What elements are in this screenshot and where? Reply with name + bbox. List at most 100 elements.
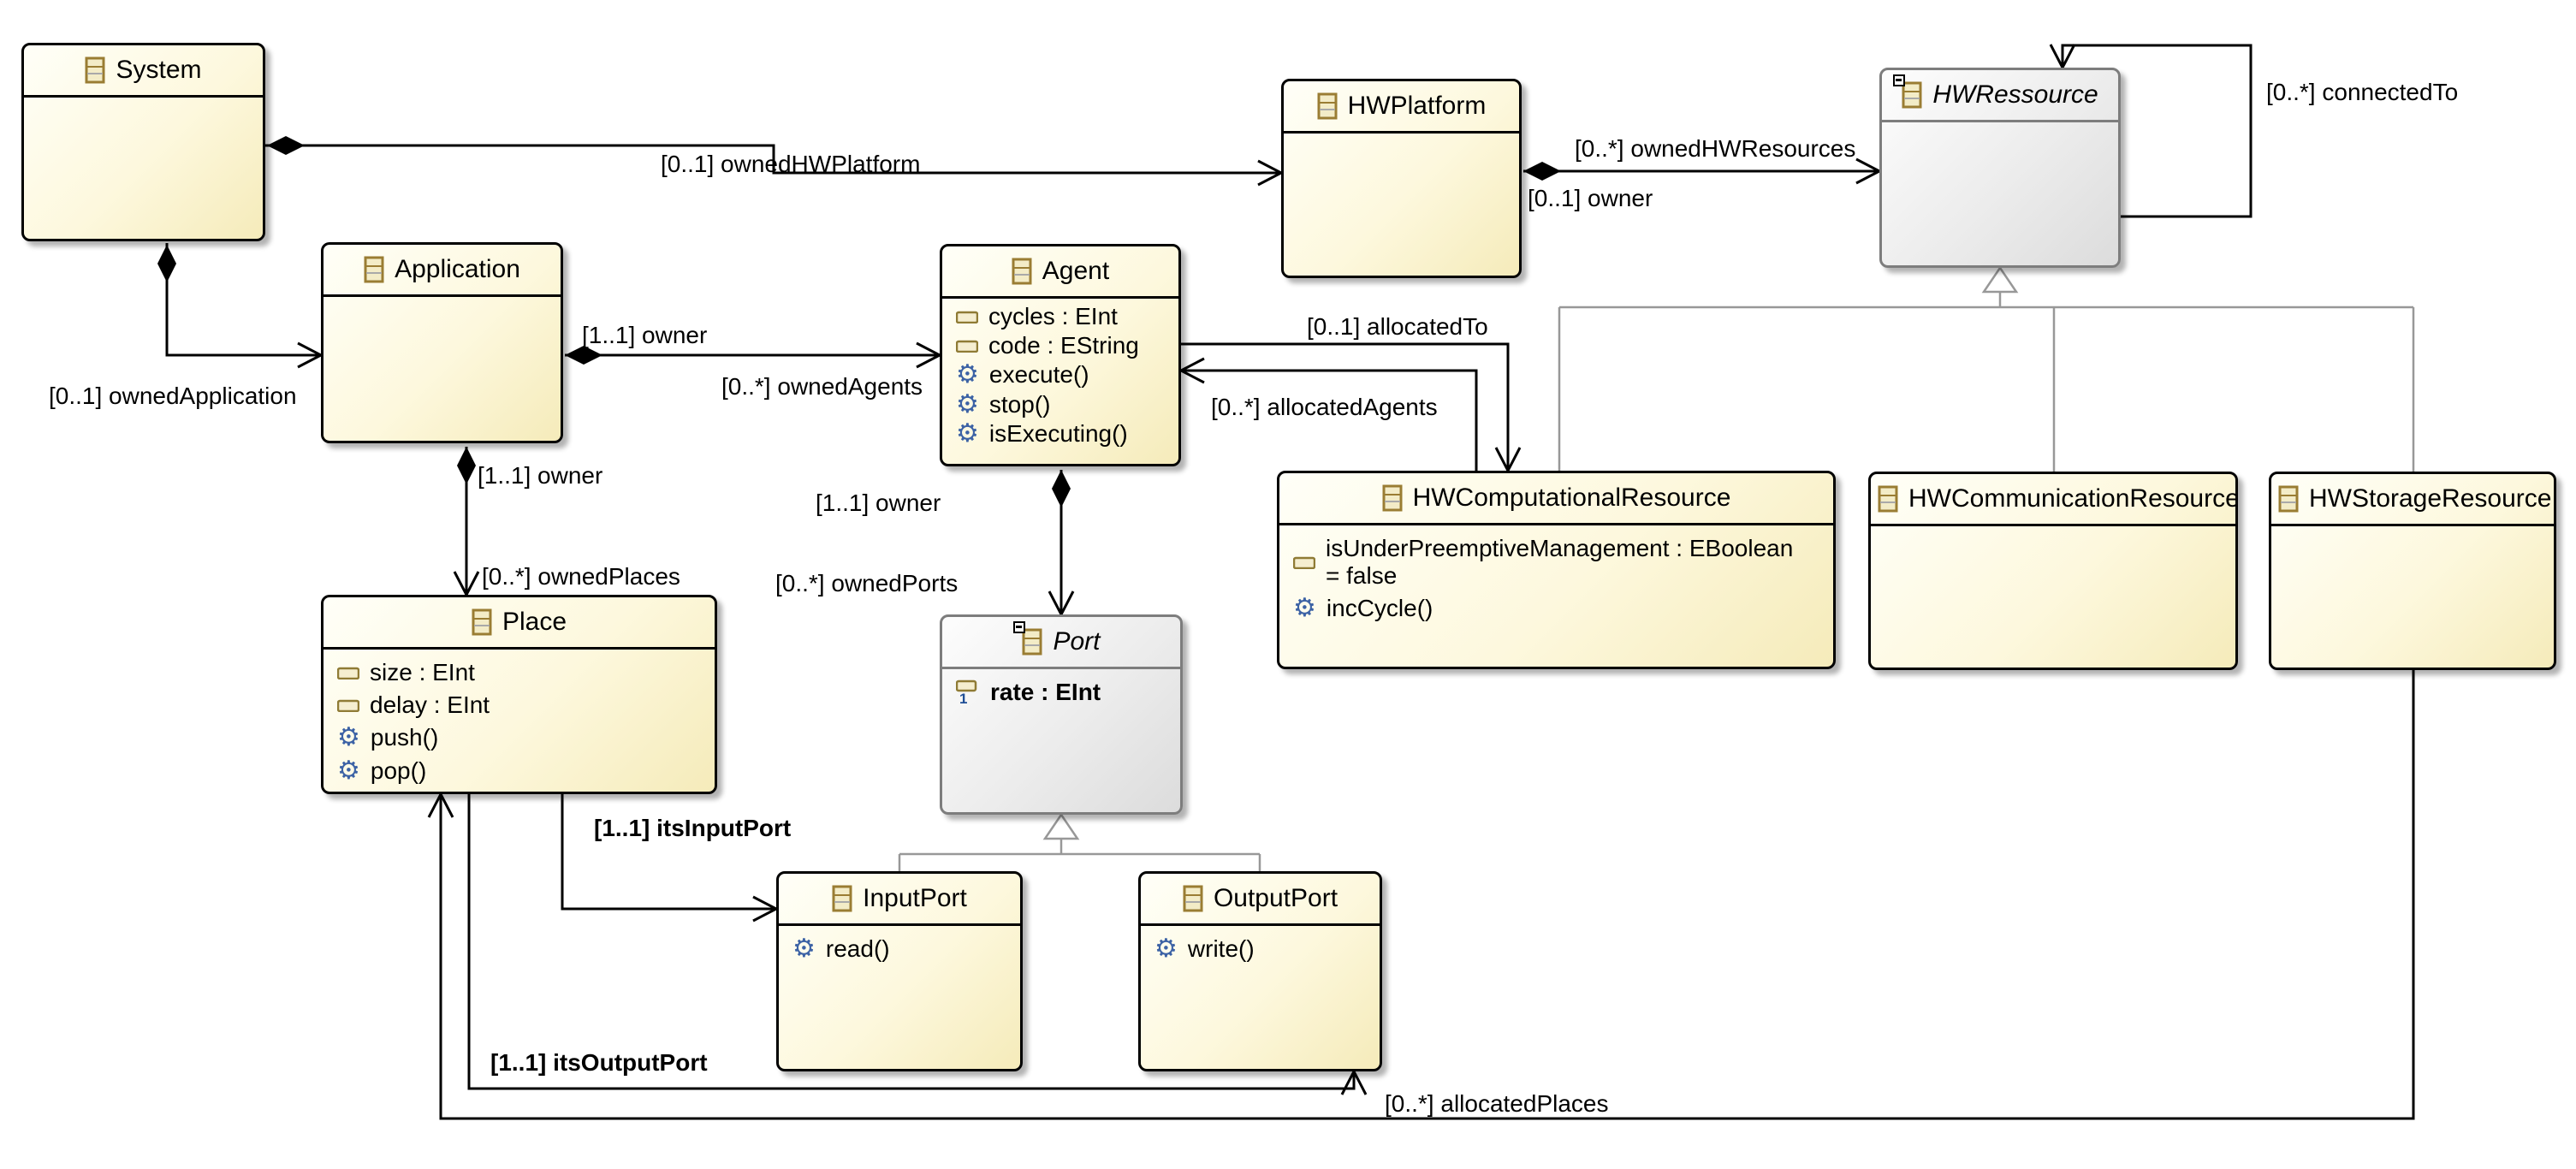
eoperation-icon: ⚙ [956,389,979,418]
eoperation-icon: ⚙ [337,723,360,752]
eclass-icon [1183,885,1203,912]
edge-label-place-owner[interactable]: [1..1] owner [478,462,603,489]
attribute-row[interactable]: delay : EInt [337,689,701,721]
attribute-row[interactable]: cycles : EInt [956,302,1165,331]
class-system[interactable]: System [21,43,265,241]
class-title: HWPlatform [1347,92,1487,120]
edge-label-itsInputPort[interactable]: [1..1] itsInputPort [594,815,792,841]
eclass-icon [85,56,105,84]
edge-label-ownedHWResources[interactable]: [0..*] ownedHWResources [1575,135,1856,162]
class-title: Place [502,608,567,636]
generalization-triangle [1981,265,2019,294]
eoperation-icon: ⚙ [792,935,816,964]
edge-ownedPorts[interactable] [1048,470,1075,618]
eattribute-id-icon: 1 [956,679,980,705]
eattribute-icon [956,311,978,323]
operation-text: isExecuting() [988,419,1128,447]
edge-label-ownedPlaces[interactable]: [0..*] ownedPlaces [482,563,680,590]
class-hwressource[interactable]: HWRessource [1879,68,2121,268]
operation-row[interactable]: ⚙ push() [337,721,701,754]
eoperation-icon: ⚙ [956,418,979,448]
edge-label-ownedHWPlatform[interactable]: [0..1] ownedHWPlatform [661,151,921,177]
class-place[interactable]: Place size : EInt delay : EInt ⚙ push() … [321,595,717,794]
edge-ownedHWResources[interactable] [1523,157,1883,185]
operation-row[interactable]: ⚙ incCycle() [1293,592,1812,625]
class-port-header: Port [942,617,1180,669]
class-inputport[interactable]: InputPort ⚙ read() [776,871,1023,1071]
attribute-row[interactable]: isUnderPreemptiveManagement : EBoolean =… [1293,532,1812,592]
operation-row[interactable]: ⚙ stop() [956,390,1165,419]
operation-text: incCycle() [1326,595,1433,622]
class-hwstorageresource[interactable]: HWStorageResource [2269,472,2556,670]
edge-label-port-owner[interactable]: [1..1] owner [816,490,941,516]
operation-row[interactable]: ⚙ pop() [337,755,701,787]
edge-label-ownedApplication[interactable]: [0..1] ownedApplication [49,383,297,409]
class-system-header: System [24,45,263,98]
class-title: HWCommunicationResource [1908,484,2235,513]
operation-text: push() [370,724,439,751]
eattribute-icon [337,699,359,712]
class-hwcommunicationresource-header: HWCommunicationResource [1871,474,2235,526]
abstract-eclass-icon [1013,621,1042,656]
class-port[interactable]: Port 1 rate : EInt [940,614,1183,815]
attribute-row[interactable]: size : EInt [337,656,701,689]
composition-diamond [565,346,602,365]
class-application[interactable]: Application [321,242,563,443]
edge-allocatedPlaces[interactable] [427,670,2415,1120]
class-place-header: Place [323,597,715,650]
generalization-port[interactable] [898,812,1261,871]
attribute-text: rate : EInt [990,679,1101,705]
operation-row[interactable]: ⚙ isExecuting() [956,419,1165,448]
class-hwplatform-header: HWPlatform [1284,81,1519,134]
edge-label-allocatedAgents[interactable]: [0..*] allocatedAgents [1211,394,1438,420]
edge-label-ownedAgents[interactable]: [0..*] ownedAgents [721,373,923,400]
edge-label-allocatedTo[interactable]: [0..1] allocatedTo [1307,313,1488,340]
attribute-row[interactable]: 1 rate : EInt [956,676,1166,709]
open-arrow [1178,357,1205,384]
class-title: HWComputationalResource [1412,484,1731,512]
edge-itsOutputPort[interactable] [467,794,1368,1095]
class-hwcomputationalresource-header: HWComputationalResource [1279,473,1833,525]
eclass-icon [832,885,852,912]
operation-text: write() [1187,935,1255,962]
operation-text: pop() [370,757,427,784]
class-hwcommunicationresource[interactable]: HWCommunicationResource [1868,472,2238,670]
eattribute-icon [956,340,978,353]
edge-label-ownedPorts[interactable]: [0..*] ownedPorts [775,570,959,596]
edge-itsInputPort[interactable] [561,794,780,923]
class-hwplatform[interactable]: HWPlatform [1281,79,1522,278]
edge-ownedApplication[interactable] [157,243,324,369]
eclass-icon [1012,258,1032,285]
eclass-icon [1382,484,1403,512]
class-title: System [116,56,202,84]
edge-label-connectedTo[interactable]: [0..*] connectedTo [2266,79,2459,105]
edge-label-app-owner[interactable]: [1..1] owner [582,322,708,348]
generalization-hwressource[interactable] [1558,265,2415,472]
generalization-triangle [1042,812,1080,840]
edge-ownedAgents[interactable] [565,341,943,369]
edge-allocatedAgents[interactable] [1178,357,1478,471]
class-title: Agent [1042,257,1110,285]
abstract-eclass-icon [1893,74,1922,109]
edge-ownedPlaces[interactable] [453,447,480,598]
class-agent[interactable]: Agent cycles : EInt code : EString ⚙ exe… [940,244,1181,466]
composition-diamond [267,136,305,155]
operation-row[interactable]: ⚙ execute() [956,360,1165,389]
class-title: HWStorageResource [2309,484,2552,513]
edge-label-allocatedPlaces[interactable]: [0..*] allocatedPlaces [1385,1090,1609,1117]
class-outputport[interactable]: OutputPort ⚙ write() [1138,871,1382,1071]
eclass-icon [1878,485,1898,513]
edge-label-hw-owner[interactable]: [0..1] owner [1528,185,1653,211]
attribute-row[interactable]: code : EString [956,331,1165,360]
class-title: OutputPort [1213,884,1338,912]
class-hwressource-header: HWRessource [1882,70,2118,122]
abstract-marker [1893,74,1906,86]
operation-row[interactable]: ⚙ read() [792,933,1006,965]
operation-row[interactable]: ⚙ write() [1154,933,1366,965]
class-hwcomputationalresource[interactable]: HWComputationalResource isUnderPreemptiv… [1277,471,1836,669]
edge-label-itsOutputPort[interactable]: [1..1] itsOutputPort [490,1049,708,1076]
class-title: Port [1053,627,1101,656]
eoperation-icon: ⚙ [956,360,979,389]
abstract-marker [1013,621,1026,633]
